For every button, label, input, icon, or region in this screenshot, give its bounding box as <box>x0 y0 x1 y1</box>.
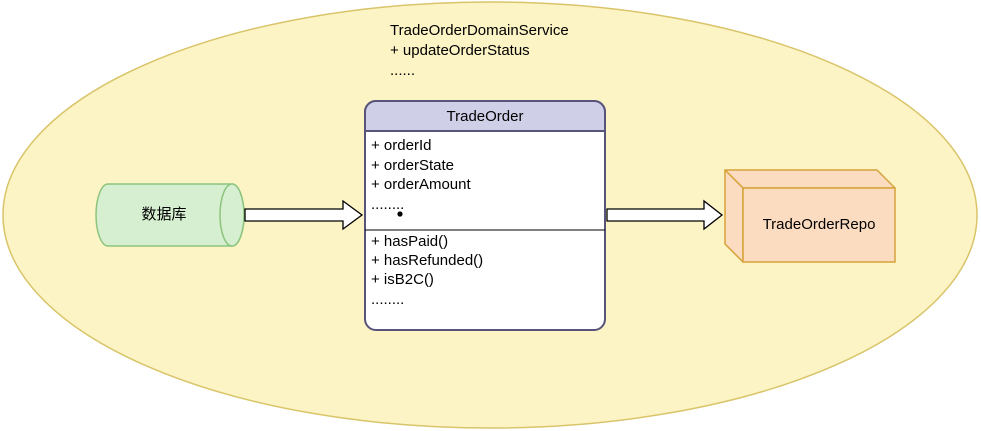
domain-service-ellipsis: ...... <box>390 62 416 79</box>
trade-order-attribute-ellipsis: ........ <box>371 196 405 213</box>
repo-label: TradeOrderRepo <box>762 216 876 233</box>
repo-box-front-face <box>742 187 896 263</box>
database-cylinder <box>95 183 245 247</box>
database-end-cap <box>219 183 245 247</box>
trade-order-attribute: + orderState <box>371 157 454 174</box>
selection-dot <box>397 211 403 217</box>
trade-order-class-box <box>364 100 606 331</box>
trade-order-attribute: + orderId <box>371 137 432 154</box>
domain-service-name: TradeOrderDomainService <box>390 22 569 39</box>
repo-box-top-face <box>724 169 896 189</box>
trade-order-method: + hasRefunded() <box>371 252 484 269</box>
arrow-database-to-trade-order <box>244 199 364 231</box>
trade-order-method-ellipsis: ........ <box>371 291 405 308</box>
trade-order-class-header <box>364 100 606 132</box>
trade-order-method: + isB2C() <box>371 271 434 288</box>
trade-order-class-name: TradeOrder <box>446 108 524 125</box>
arrow-trade-order-to-repo <box>606 199 724 231</box>
database-label: 数据库 <box>141 206 187 223</box>
trade-order-attribute: + orderAmount <box>371 176 471 193</box>
domain-service-method: + updateOrderStatus <box>390 42 530 59</box>
trade-order-method: + hasPaid() <box>371 233 449 250</box>
repo-box <box>724 169 896 263</box>
